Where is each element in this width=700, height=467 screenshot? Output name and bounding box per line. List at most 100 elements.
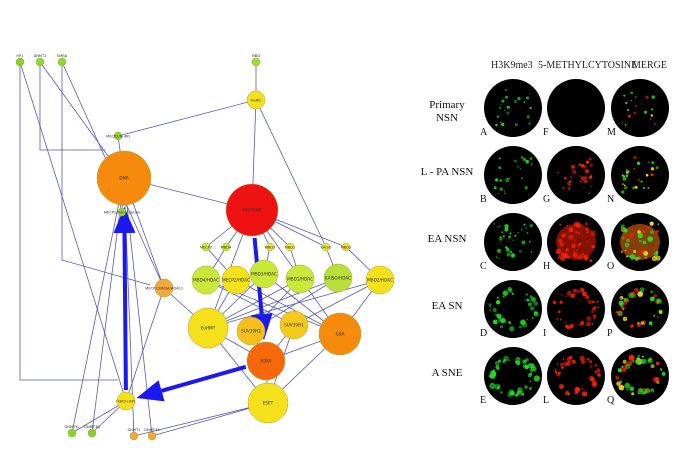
node-label-dnmt3l: DNMT3L	[64, 425, 79, 429]
micrograph-image-b	[493, 156, 533, 194]
node-circle-dna	[96, 150, 152, 206]
node-label-mecp2: MECP2	[200, 246, 212, 250]
node-circle-dnmt3a	[147, 431, 157, 441]
node-label-mbd1hdac: MBD1/HDAC	[287, 277, 313, 282]
edge-mbd2hdac-euhmt	[207, 279, 381, 329]
node-label-mecp2nurd: MECP2/NuRD	[106, 135, 130, 139]
micrograph-d	[484, 280, 542, 338]
panel-letter-p: P	[607, 328, 613, 339]
node-circle-euhmt	[187, 307, 229, 349]
node-circle-mbd1	[285, 242, 295, 252]
node-mbd2: MBD2	[341, 242, 351, 252]
micrograph-image-q	[615, 354, 666, 396]
node-h3k9: H3K9	[246, 341, 286, 381]
node-label-suv39h2: SUV39H2	[241, 329, 261, 334]
node-mbd1hdac: MBD1/HDAC	[285, 264, 315, 294]
node-dnmt1: DNMT1	[127, 428, 141, 441]
node-label-mbd1: MBD1	[285, 246, 296, 250]
node-euhmt: EuHMT	[187, 307, 229, 349]
node-kaisohdac: KAISO/HDAC	[323, 263, 353, 293]
node-circle-mbd4	[221, 242, 231, 252]
column-header-merge: MERGE	[632, 60, 667, 71]
micrograph-m	[611, 79, 669, 137]
micrograph-image-a	[495, 88, 532, 127]
micrograph-image-o	[620, 221, 661, 262]
node-mbd3hdac: MBD3/HDAC	[249, 259, 279, 289]
node-circle-mbd4hdac	[191, 265, 221, 295]
node-mecp2nurd: MECP2/NuRD	[106, 131, 130, 141]
node-hp1: HP1	[15, 54, 25, 67]
edge-dna-dnmt3b	[91, 177, 125, 434]
node-label-mbd3: MBD3	[265, 246, 276, 250]
node-label-mbd4: MBD4	[221, 246, 232, 250]
column-header-5-methylcytosine: 5-METHYLCYTOSINE	[538, 60, 638, 71]
edge-mecp2sin3a-h3k9hp1	[125, 287, 165, 402]
node-label-dnmt1: DNMT1	[127, 428, 140, 432]
edge-nurd-mecp2nurd	[117, 99, 257, 137]
node-label-mbd2hdac: MBD2/HDAC	[367, 278, 393, 283]
node-label-dna: DNA	[119, 176, 128, 181]
node-label-kaisohdac: KAISO/HDAC	[325, 276, 351, 281]
node-circle-suv39h2	[236, 316, 266, 346]
node-mecp2: MECP2	[200, 242, 212, 252]
node-mbd4: MBD4	[221, 242, 232, 252]
edge-kaisohdac-euhmt	[207, 277, 339, 329]
row-label-2: EA NSN	[427, 233, 467, 245]
micrograph-f	[547, 79, 605, 137]
edge-dna-dnmt3l	[71, 177, 125, 434]
micrograph-image-l	[554, 355, 601, 397]
edge-mbd4hdac-suv39h1	[205, 279, 295, 326]
node-circle-mecp2sin3a	[154, 278, 174, 298]
micrograph-g	[547, 146, 605, 204]
node-circle-dnmt3l	[67, 428, 77, 438]
node-mbd2hdac: MBD2/HDAC	[365, 265, 395, 295]
micrograph-image-h	[555, 221, 597, 263]
node-mecp2trans: MECP2/transcription	[104, 207, 140, 217]
panel-letter-a: A	[480, 127, 488, 138]
micrograph-image-m	[621, 91, 656, 128]
node-dnmt3a: DNMT3A	[144, 428, 160, 441]
micrograph-e	[484, 347, 542, 405]
node-circle-mbd3	[265, 242, 275, 252]
node-label-kaiso: KAISO	[321, 246, 332, 250]
node-eset: ESET	[247, 382, 289, 424]
node-label-smba: SMBA	[57, 54, 68, 58]
arrow-shaft-h3k9-h3k9hp1	[161, 364, 247, 393]
node-h3k9hp1: H3K9+HP1	[116, 391, 136, 411]
node-circle-h3k9	[246, 341, 286, 381]
micrograph-image-e	[488, 355, 540, 398]
node-circle-h3k9hp1	[116, 391, 136, 411]
edge-h3k9hp1-dnmt3l	[71, 400, 127, 434]
row-label-1: L - PA NSN	[420, 166, 474, 178]
node-g9a: G9A	[318, 312, 362, 356]
micrograph-image-g	[557, 157, 593, 195]
edge-hp1-h3k9hp1	[19, 61, 127, 402]
micrograph-p	[611, 280, 669, 338]
node-kaiso: KAISO	[321, 242, 332, 252]
micrograph-image-c	[493, 223, 533, 260]
panel-letter-g: G	[543, 194, 551, 205]
node-dnmt2: DNMT2	[33, 54, 47, 67]
node-label-g9a: G9A	[336, 332, 345, 337]
node-histone: HISTONE	[225, 183, 279, 237]
node-circle-mbd2	[341, 242, 351, 252]
arrow-shaft-h3k9hp1-dna	[122, 232, 128, 391]
node-label-nurd: NuRD	[251, 99, 261, 103]
micrograph-a	[484, 79, 542, 137]
micrograph-image-n	[621, 155, 659, 194]
edge-mbd2hdac-suv39h1	[293, 279, 381, 326]
node-label-dnmt3a: DNMT3A	[144, 428, 160, 432]
micrograph-o	[611, 213, 669, 271]
node-circle-mbd1hdac	[285, 264, 315, 294]
node-circle-histone	[225, 183, 279, 237]
node-suv39h1: SUV39H1	[279, 310, 309, 340]
node-label-euhmt: EuHMT	[201, 326, 216, 331]
node-label-hp1: HP1	[16, 54, 23, 58]
node-mecp2hdac: MECP2/HDAC	[221, 265, 251, 295]
panel-letter-i: I	[543, 328, 547, 339]
node-dna: DNA	[96, 150, 152, 206]
node-label-h3k9hp1: H3K9+HP1	[116, 400, 136, 404]
node-label-mbd4hdac: MBD4/HDAC	[193, 278, 219, 283]
node-label-mecp2hdac: MECP2/HDAC	[222, 278, 250, 283]
